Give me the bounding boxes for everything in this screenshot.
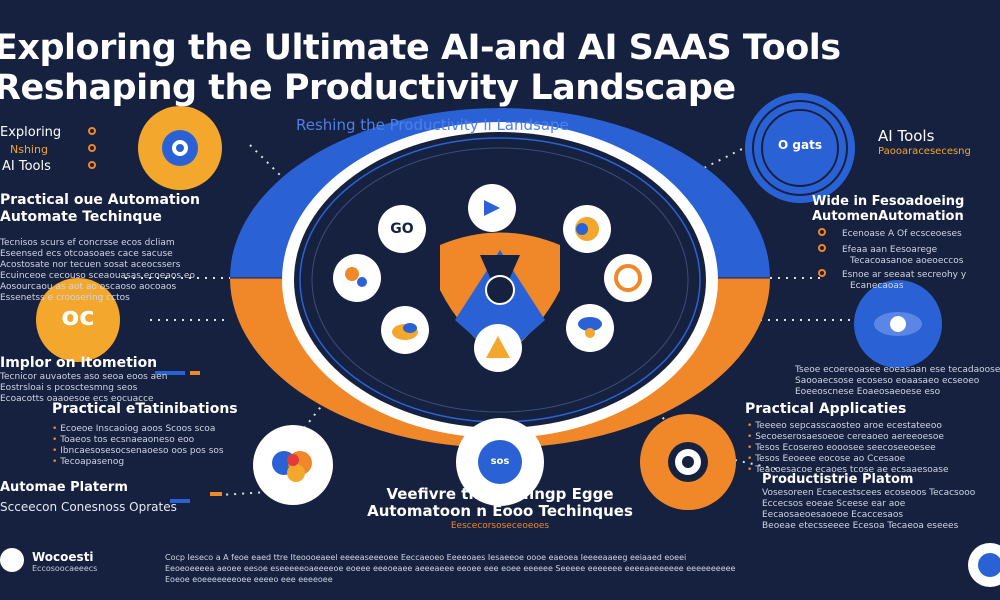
body-line: Tseoe ecoereoasee eoeasaan ese tecadaoos…	[795, 365, 1000, 375]
list-item: Ecanecaoas	[850, 281, 904, 291]
section-heading: AutomenAutomation	[812, 209, 964, 224]
body-line: Acostosate nor tecuen sosat aceocssers	[0, 260, 181, 270]
list-item: Esnoe ar seeaat secreohy y	[818, 269, 1000, 281]
right-top-circle-label: O gats	[778, 138, 822, 152]
list-item: • Ecoeoe Inscaoiog aoos Scoos scoa	[52, 424, 216, 434]
right-top-block: AI Tools Paooaracesecesng	[878, 126, 998, 157]
left-mid-circle	[36, 278, 120, 362]
body-line: Ecoacotts oaaoesoe ecs eocuacce	[0, 394, 154, 404]
left-section-automation: Practical oue Automation Automate Techin…	[0, 192, 230, 304]
left-top-item: Exploring	[0, 125, 62, 140]
bullet-icon	[88, 144, 96, 152]
title-line-1: Exploring the Ultimate AI-and AI SAAS To…	[0, 28, 841, 68]
footer-brand: Wocoesti Eccosoocaeeecs	[32, 550, 152, 573]
footer-line: Eoeoe eoeeeeeeeoee eeeeo eee eeeeoee	[165, 575, 333, 584]
ring-icon-go-label: GO	[390, 221, 414, 237]
footer-line: Eeoeoeeeea aeoee eesoe eseeeeeoaeeeeoe e…	[165, 564, 736, 573]
left-section-implor: Implor on Itometion Tecnicor auvaotes as…	[0, 354, 230, 405]
ring-icons	[333, 184, 652, 372]
ring-icon-go	[378, 205, 426, 253]
left-section-practical: Practical eTatinibations • Ecoeoe Inscao…	[52, 400, 272, 468]
body-line: Tecnisos scurs ef concrsse ecos dcliam	[0, 238, 175, 248]
bottom-center-label: Veefivre the Teefingp Egge Automatoon n …	[330, 486, 670, 532]
section-heading: Practical eTatinibations	[52, 401, 238, 417]
brand-logo-icon	[0, 548, 24, 572]
body-line: Eseensed ecs otcoasoaes cace sacuse	[0, 249, 173, 259]
list-item: • Ibncaesosesocsenaoeso oos pos sos	[52, 446, 224, 456]
subline: Paooaracesecesng	[878, 146, 971, 157]
section-heading: Wide in Fesoadoeing	[812, 194, 965, 209]
bottom-label-sub: Eescecorsoseceoeoes	[450, 521, 550, 531]
list-item: Efeaa aan Eesoarege	[818, 244, 1000, 256]
row-markers	[155, 371, 190, 503]
body-line: Eostrsloai s pcosctesmng seos	[0, 383, 138, 393]
section-heading: Automate Techinque	[0, 209, 162, 225]
body-line: Vosesoreen Ecsecestscees ecoseoos Tecacs…	[762, 488, 976, 498]
section-heading: Automae Platerm	[0, 480, 128, 495]
body-line: Eccecsos eoeae Sceese ear aoe	[762, 499, 906, 509]
list-item: • Tesos Ecosereo eooosee seecoseeoesee	[747, 443, 936, 453]
list-item: Tecacoasanoe aoeoeccos	[850, 256, 964, 266]
section-heading: Practical oue Automation	[0, 192, 200, 208]
subtitle: Reshing the Productivity lı Landsape	[296, 116, 569, 134]
list-item: • Teeeeo sepcasscaosteo aroe ecestateeoo	[747, 421, 942, 431]
left-top-list: Exploring Nshing AI Tools	[0, 124, 120, 176]
list-item: • Tecoapasenog	[52, 457, 125, 467]
body-line: Eoeeoscnese Eoaeosaeoese eso	[795, 387, 941, 397]
footer-text: Cocp Ieseco a A feoe eaed ttre Iteoooeae…	[165, 552, 955, 585]
brand-sub: Eccosoocaeeecs	[32, 564, 98, 573]
list-item: • Teacoesacoe ecaoes tcose ae ecsaaesoas…	[747, 465, 949, 475]
body-line: Ecuinceoe cecouso sceaouasas ecoeaos eo	[0, 271, 195, 281]
section-heading: Productistrie Platom	[762, 472, 914, 487]
left-top-bullets	[88, 127, 96, 169]
list-item: • Secoeserosaesoeoe cereaoeo aereeoesoe	[747, 432, 944, 442]
body-line: Beoeae etecsseeee Ecesoa Tecaeoa eseees	[762, 521, 959, 531]
body-line: Essenetss e croosering cctos	[0, 293, 130, 303]
body-line: Scceecon Conesnoss Oprates	[0, 500, 177, 514]
body-line: Aosourcaou as aot ao oscaoso aocoaos	[0, 282, 177, 292]
bottom-label-line: Automatoon n Eooo Techinques	[367, 502, 633, 520]
brand-name: Wocoesti	[32, 550, 94, 564]
ring-icon-ring	[604, 254, 652, 302]
section-heading: Implor on Itometion	[0, 355, 158, 371]
bullet-icon	[88, 127, 96, 135]
right-section-platform: Productistrie Platom Vosesoreen Ecsecest…	[762, 472, 1000, 532]
body-line: Saooaecsose ecoseso eoaasaeo ecseoeo	[795, 376, 980, 386]
right-section-practical: Practical Applicaties • Teeeeo sepcassca…	[745, 400, 1000, 476]
section-heading: Practical Applicaties	[745, 401, 907, 417]
list-item: • Tesos Eeoeee eocose ao Ccesaoe	[747, 454, 906, 464]
list-item: • Toaeos tos ecsnaeaoneso eoo	[52, 435, 195, 445]
body-line: Tecnicor auvaotes aso seoa eoos aen	[0, 372, 168, 382]
page-title: Exploring the Ultimate AI-and AI SAAS To…	[0, 28, 994, 108]
left-top-item: Nshing	[10, 143, 48, 156]
section-heading: AI Tools	[878, 127, 935, 145]
bullet-icon	[88, 161, 96, 169]
footer-line: Cocp Ieseco a A feoe eaed ttre Iteoooeae…	[165, 553, 687, 562]
bottom-mid-circle-label: sos	[490, 456, 510, 467]
left-section-platform: Automae Platerm Scceecon Conesnoss Oprat…	[0, 480, 230, 518]
list-item: Ecenoase A Of ecsceoeses	[818, 228, 1000, 240]
title-line-2: Reshaping the Productivity Landscape	[0, 68, 736, 108]
core-emblem	[440, 232, 560, 360]
right-section-wide: Wide in Fesoadoeing AutomenAutomation	[812, 194, 1000, 224]
left-top-item: AI Tools	[2, 159, 51, 174]
right-section-body: Tseoe ecoereoasee eoeasaan ese tecadaoos…	[795, 365, 1000, 398]
body-line: Eecaosaeoesaoeoe Ecaccesaos	[762, 510, 904, 520]
left-mid-circle-label: oc	[61, 302, 95, 332]
right-section-wide-list: Ecenoase A Of ecsceoeses Efeaa aan Eesoa…	[818, 228, 1000, 292]
bottom-label-line: Veefivre the Teefingp Egge	[386, 485, 614, 503]
